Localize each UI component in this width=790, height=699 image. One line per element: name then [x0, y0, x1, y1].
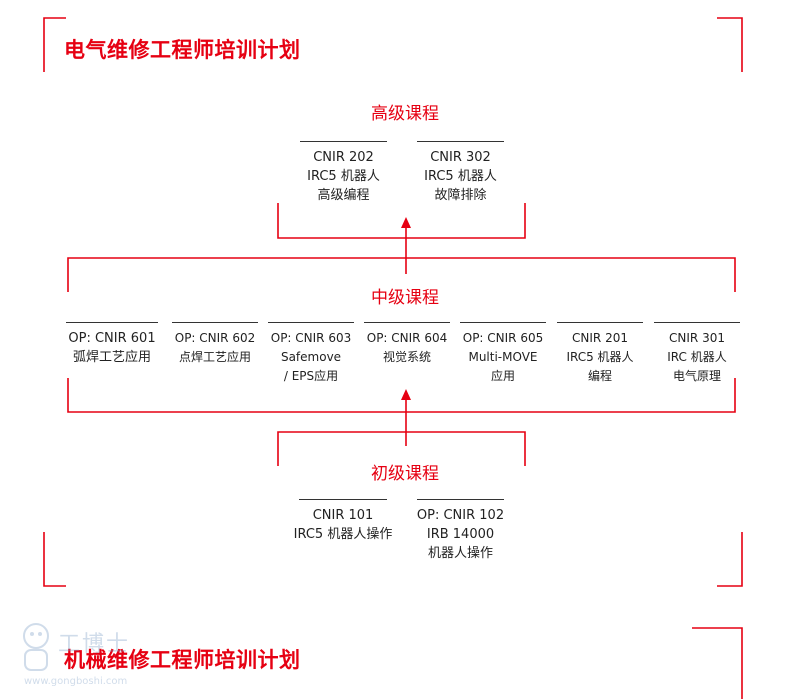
course-rule	[299, 499, 387, 500]
course-line: IRC5 机器人	[566, 350, 634, 364]
watermark-text: 工博士	[58, 632, 131, 657]
electrical-section-title: 电气维修工程师培训计划	[64, 38, 301, 62]
course-rule	[172, 322, 258, 323]
course-cnir-302: CNIR 302 IRC5 机器人 故障排除	[417, 141, 504, 205]
course-line: 点焊工艺应用	[178, 350, 251, 364]
course-line: 机器人操作	[427, 546, 493, 561]
course-code: CNIR 202	[313, 150, 374, 165]
intermediate-level-title: 中级课程	[371, 288, 439, 308]
course-code: CNIR 201	[572, 331, 628, 345]
mechanical-section-title: 机械维修工程师培训计划	[64, 648, 301, 672]
course-rule	[300, 141, 387, 142]
corner-top-right	[717, 17, 743, 72]
course-code: OP: CNIR 602	[174, 331, 256, 345]
course-rule	[66, 322, 158, 323]
advanced-level-title: 高级课程	[371, 104, 439, 124]
course-rule	[268, 322, 354, 323]
course-line: 故障排除	[434, 188, 487, 203]
intermediate-top-bracket	[67, 257, 736, 292]
course-code: CNIR 301	[669, 331, 725, 345]
course-line: 编程	[587, 369, 612, 383]
course-code: CNIR 101	[312, 508, 374, 523]
arrowhead-intermediate	[401, 389, 411, 400]
course-line: IRC5 机器人	[424, 169, 497, 184]
intermediate-bottom-bracket	[67, 378, 736, 413]
course-rule	[557, 322, 643, 323]
course-line: 视觉系统	[382, 350, 431, 364]
course-code: OP: CNIR 603	[270, 331, 352, 345]
course-line: 高级编程	[317, 188, 370, 203]
course-op-cnir-602: OP: CNIR 602 点焊工艺应用	[172, 322, 258, 367]
course-line: Multi-MOVE	[468, 350, 538, 364]
course-line: 弧焊工艺应用	[72, 350, 151, 365]
course-cnir-201: CNIR 201 IRC5 机器人 编程	[557, 322, 643, 386]
course-line: IRB 14000	[426, 527, 495, 542]
course-code: CNIR 302	[430, 150, 491, 165]
mascot-icon	[23, 623, 49, 671]
course-rule	[417, 499, 504, 500]
course-op-cnir-102: OP: CNIR 102 IRB 14000 机器人操作	[413, 499, 508, 563]
course-line: IRC 机器人	[667, 350, 727, 364]
course-rule	[654, 322, 740, 323]
course-code: OP: CNIR 601	[68, 331, 156, 346]
course-rule	[364, 322, 450, 323]
course-op-cnir-603: OP: CNIR 603 Safemove / EPS应用	[268, 322, 354, 386]
watermark-url: www.gongboshi.com	[24, 676, 128, 687]
course-code: OP: CNIR 605	[462, 331, 544, 345]
corner-bottom-left	[43, 532, 66, 587]
basic-level-title: 初级课程	[371, 464, 439, 484]
corner-top-left	[43, 17, 66, 72]
course-line: / EPS应用	[283, 369, 339, 383]
course-rule	[460, 322, 546, 323]
course-line: Safemove	[280, 350, 342, 364]
arrowhead-advanced	[401, 217, 411, 228]
course-line: IRC5 机器人	[307, 169, 380, 184]
course-cnir-101: CNIR 101 IRC5 机器人操作	[288, 499, 398, 544]
basic-bracket	[277, 431, 526, 466]
course-cnir-301: CNIR 301 IRC 机器人 电气原理	[654, 322, 740, 386]
course-rule	[417, 141, 504, 142]
course-line: IRC5 机器人操作	[293, 527, 393, 542]
advanced-bracket	[277, 203, 526, 239]
course-op-cnir-604: OP: CNIR 604 视觉系统	[364, 322, 450, 367]
course-cnir-202: CNIR 202 IRC5 机器人 高级编程	[300, 141, 387, 205]
corner-bottom-right	[717, 532, 743, 587]
course-code: OP: CNIR 604	[366, 331, 448, 345]
corner-mech-top-right	[692, 627, 743, 699]
course-line: 应用	[490, 369, 515, 383]
course-code: OP: CNIR 102	[416, 508, 505, 523]
course-op-cnir-605: OP: CNIR 605 Multi-MOVE 应用	[460, 322, 546, 386]
watermark: 工博士 www.gongboshi.com	[12, 612, 142, 692]
course-op-cnir-601: OP: CNIR 601 弧焊工艺应用	[66, 322, 158, 367]
course-line: 电气原理	[672, 369, 721, 383]
